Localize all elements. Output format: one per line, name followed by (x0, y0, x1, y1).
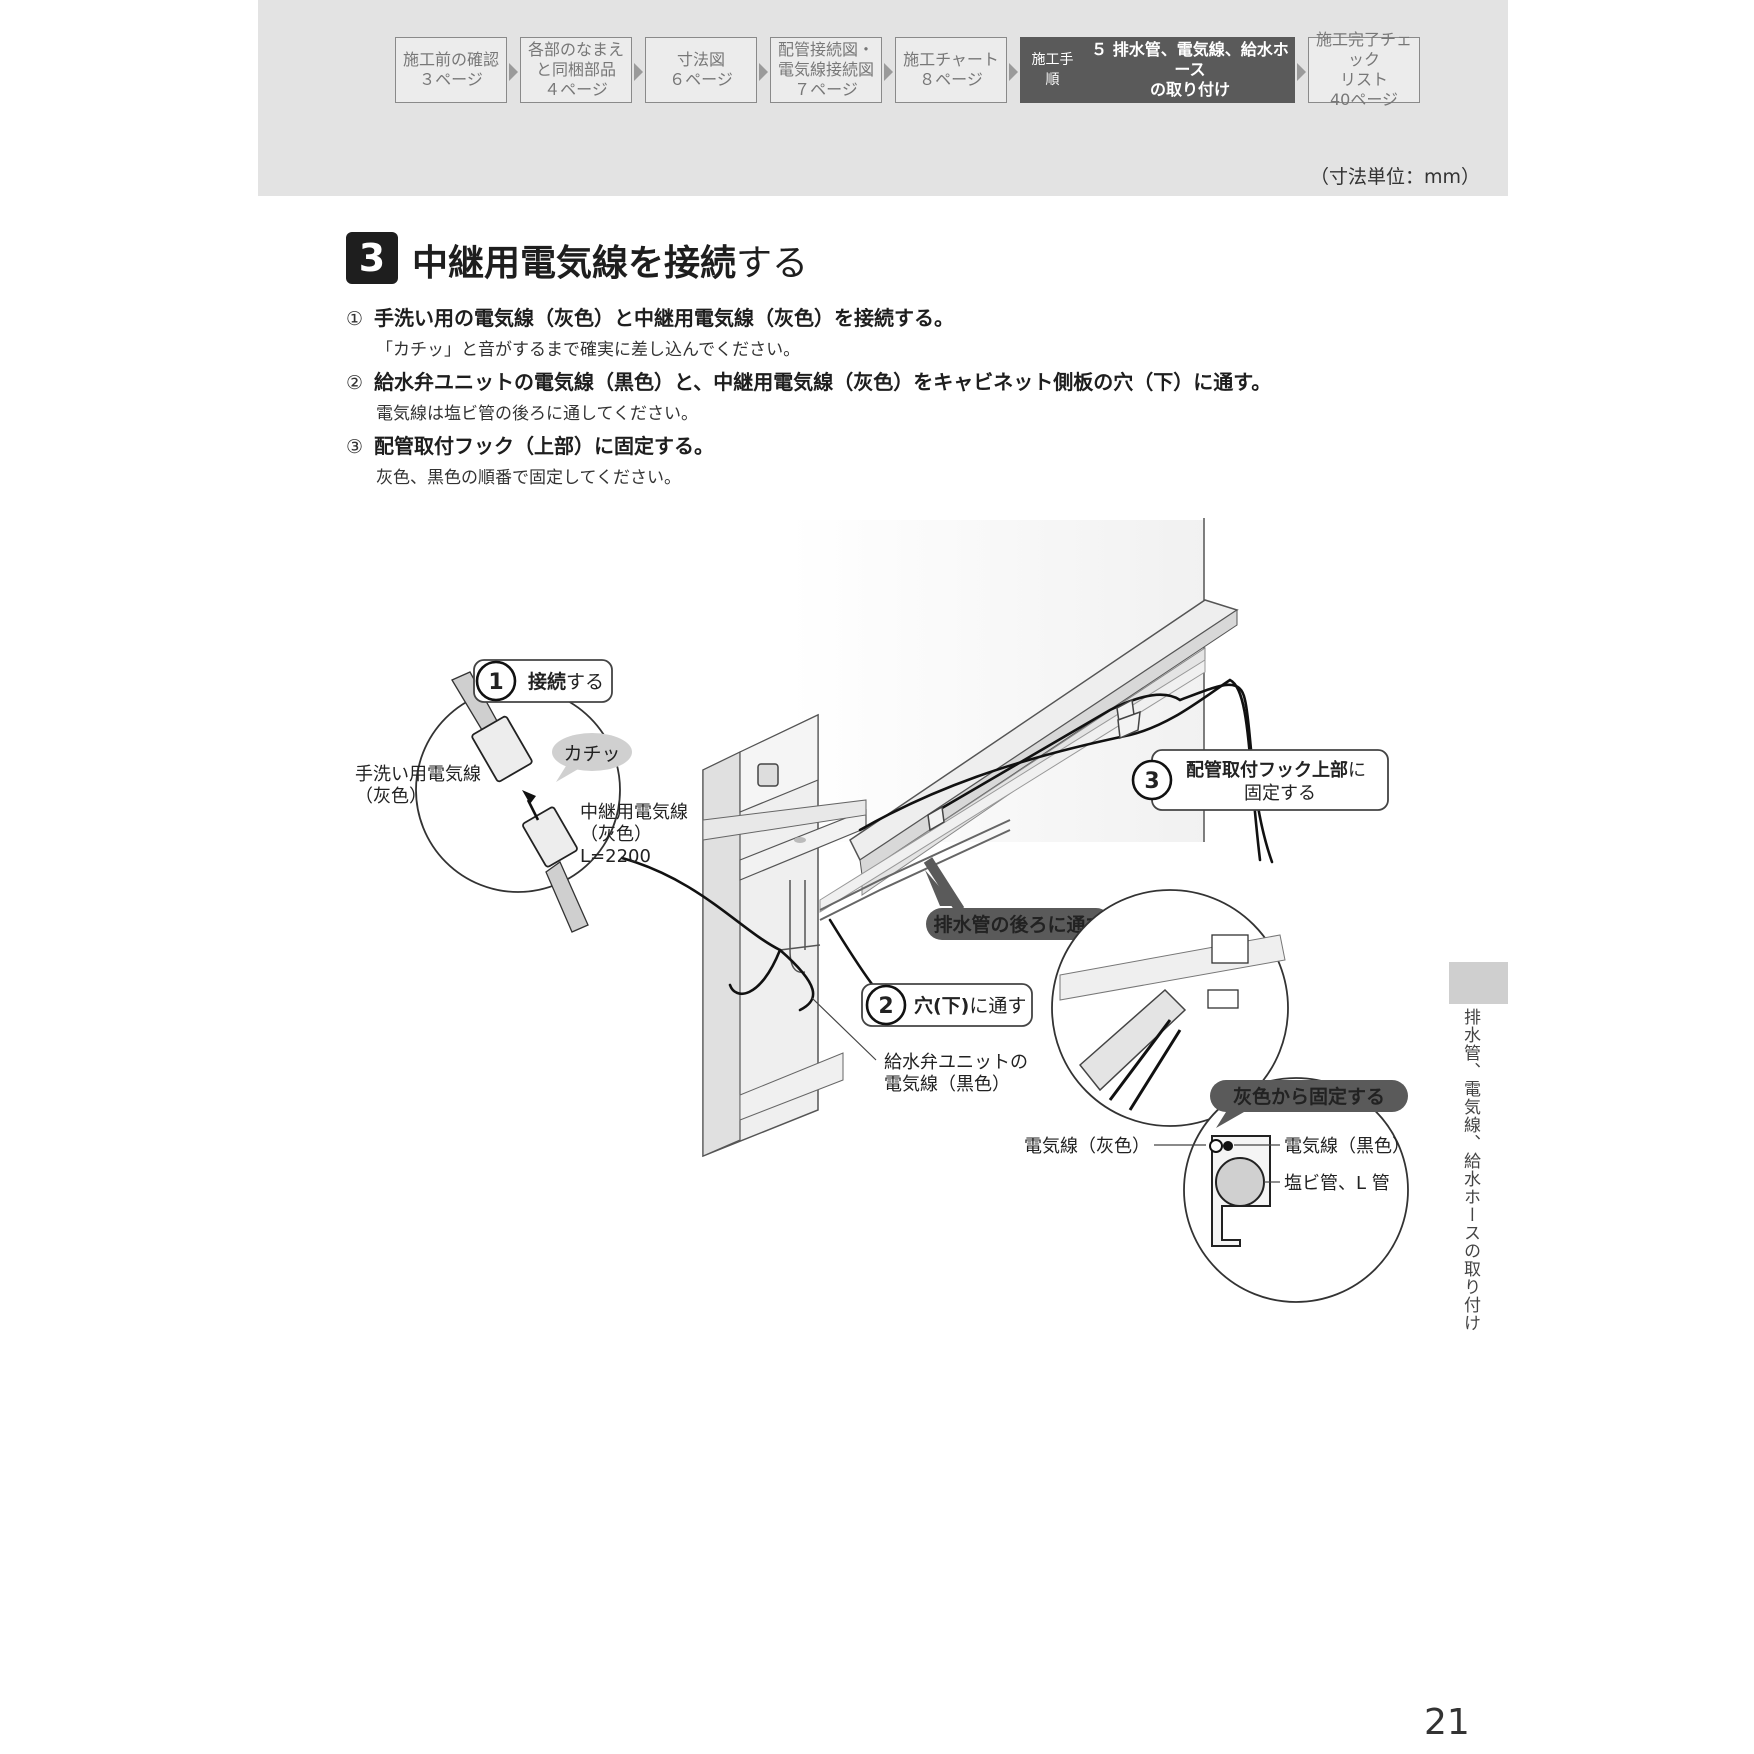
nav-item-text: 40ページ (1329, 90, 1399, 109)
valve-wire-label: 電気線（黒色） (884, 1074, 1010, 1095)
relay-wire-label: 中継用電気線 (580, 802, 688, 823)
nav-item-chart[interactable]: 施工チャート ８ページ (895, 37, 1007, 103)
nav-arrow-icon (509, 63, 518, 81)
nav-item-dimensions[interactable]: 寸法図 ６ページ (645, 37, 757, 103)
callout-text: 穴(下)に通す (914, 994, 1026, 1017)
gray-first-text: 灰色から固定する (1233, 1085, 1385, 1108)
gray-first-banner: 灰色から固定する (1210, 1080, 1408, 1128)
callout-text: 固定する (1244, 783, 1316, 804)
instruction-3: ③ 配管取付フック（上部）に固定する。 灰色、黒色の順番で固定してください。 (346, 430, 714, 488)
callout-text: 配管取付フック上部に (1186, 759, 1366, 781)
nav-item-text: ５ 排水管、電気線、給水ホース (1091, 40, 1289, 79)
behind-pipe-text: 排水管の後ろに通す (933, 913, 1104, 936)
callout-text: 接続する (528, 670, 604, 693)
nav-item-text: 電気線接続図 (777, 60, 874, 79)
callout-number: 1 (488, 670, 503, 695)
instruction-sub: 灰色、黒色の順番で固定してください。 (376, 468, 681, 488)
callout-number: 2 (878, 994, 893, 1019)
nav-item-text: ４ページ (544, 80, 608, 99)
side-tab (1449, 962, 1508, 1004)
side-tab-text: 排水管、電気線、給水ホースの取り付け (1460, 1008, 1480, 1332)
nav-item-text: 寸法図 (676, 50, 725, 69)
unit-note: （寸法単位：mm） (1309, 166, 1480, 188)
nav-item-parts[interactable]: 各部のなまえ と同梱部品 ４ページ (520, 37, 632, 103)
nav-item-text: ７ページ (794, 80, 858, 99)
instruction-2: ② 給水弁ユニットの電気線（黒色）と、中継用電気線（灰色）をキャビネット側板の穴（… (346, 366, 1271, 424)
nav-arrow-icon (759, 63, 768, 81)
instruction-main: 手洗い用の電気線（灰色）と中継用電気線（灰色）を接続する。 (374, 306, 954, 330)
nav-item-text: と同梱部品 (535, 60, 616, 79)
handwash-wire-label: 手洗い用電気線 (355, 764, 481, 785)
step-number-badge: 3 (346, 232, 398, 284)
page-number: 21 (1424, 1702, 1470, 1743)
step-title-rest: する (736, 243, 809, 284)
click-sound-text: カチッ (563, 743, 620, 765)
instruction-number: ③ (346, 436, 364, 458)
instruction-number: ① (346, 308, 364, 330)
wire-gray-label: 電気線（灰色） (1024, 1136, 1150, 1157)
instruction-sub: 「カチッ」と音がするまで確実に差し込んでください。 (376, 340, 801, 360)
nav-item-text: ６ページ (669, 70, 733, 89)
detail-circle-behind-pipe (1051, 889, 1289, 1127)
nav-item-piping[interactable]: 配管接続図・ 電気線接続図 ７ページ (770, 37, 882, 103)
nav-item-text: ３ページ (419, 70, 483, 89)
pvc-pipe-label: 塩ビ管、L 管 (1284, 1173, 1390, 1194)
callout-1: 1 接続する (473, 659, 613, 703)
relay-wire-label: （灰色） (580, 824, 652, 845)
nav-item-text: の取り付け (1149, 80, 1230, 99)
nav-item-text: 施工前の確認 (402, 50, 499, 69)
nav-item-check[interactable]: 施工前の確認 ３ページ (395, 37, 507, 103)
handwash-wire-label: （灰色） (355, 786, 427, 807)
click-sound-bubble: カチッ (552, 733, 632, 782)
nav-item-title: ５ 排水管、電気線、給水ホース の取り付け (1086, 40, 1294, 100)
instruction-main: 給水弁ユニットの電気線（黒色）と、中継用電気線（灰色）をキャビネット側板の穴（下… (374, 370, 1272, 394)
behind-pipe-banner: 排水管の後ろに通す (923, 857, 1112, 940)
nav-item-label: 施工手順 (1031, 52, 1074, 88)
callout-3: 3 配管取付フック上部に 固定する (1131, 749, 1389, 811)
callout-number: 3 (1144, 769, 1159, 794)
wire-black-label: 電気線（黒色） (1284, 1136, 1410, 1157)
instruction-main: 配管取付フック（上部）に固定する。 (374, 434, 714, 458)
nav-item-checklist[interactable]: 施工完了チェック リスト 40ページ (1308, 30, 1420, 109)
nav-item-text: 配管接続図・ (777, 40, 874, 59)
nav-arrow-icon (634, 63, 643, 81)
nav-arrow-icon (884, 63, 893, 81)
step-title-bold: 中継用電気線を接続 (412, 243, 737, 284)
pipe-hook (927, 698, 1141, 832)
nav-arrow-icon (1009, 63, 1018, 81)
step-title: 中継用電気線を接続する (412, 234, 808, 286)
nav-item-text: 各部のなまえ (527, 40, 624, 59)
detail-circle-cross-section (1183, 1077, 1409, 1303)
instruction-number: ② (346, 372, 364, 394)
drain-pipe (779, 819, 1011, 974)
relay-wire-label: L=2200 (580, 846, 651, 867)
instruction-1: ① 手洗い用の電気線（灰色）と中継用電気線（灰色）を接続する。 「カチッ」と音がす… (346, 302, 954, 360)
valve-wire-label: 給水弁ユニットの (884, 1052, 1028, 1073)
nav-item-text: 施工チャート (903, 50, 999, 69)
nav-item-text: 施工完了チェック (1315, 30, 1412, 69)
nav-item-text: リスト (1339, 70, 1388, 89)
nav-item-text: ８ページ (919, 70, 983, 89)
leader-line (811, 997, 877, 1061)
nav-item-procedure[interactable]: 施工手順 ５ 排水管、電気線、給水ホース の取り付け (1020, 37, 1295, 103)
callout-2: 2 穴(下)に通す (861, 983, 1033, 1027)
instruction-sub: 電気線は塩ビ管の後ろに通してください。 (376, 404, 698, 424)
cabinet (702, 713, 867, 1158)
nav-arrow-icon (1297, 63, 1306, 81)
